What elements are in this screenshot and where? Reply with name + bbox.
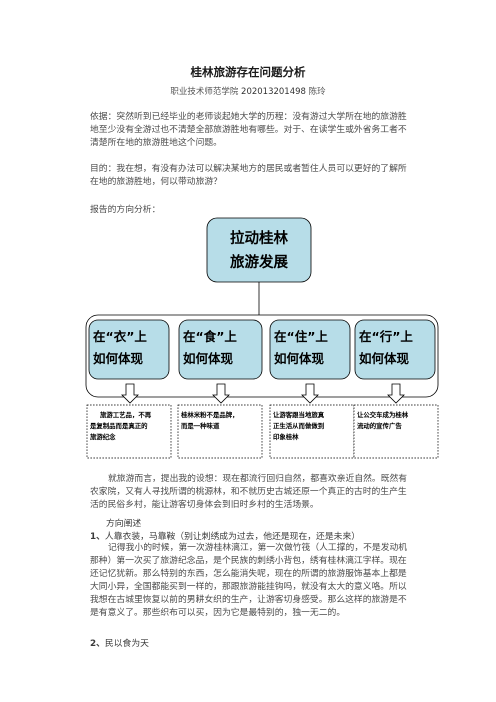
document-subtitle: 职业技术师范学院 202013201498 陈玲: [0, 85, 496, 97]
leaf-line: 让公交车成为桂林: [357, 411, 409, 419]
branch-line-2: 如何体现: [183, 351, 234, 366]
branch-box-clothing: [88, 319, 170, 380]
leaf-line: 让游客跟当地旅真: [273, 411, 325, 419]
root-line-2: 旅游发展: [230, 255, 288, 271]
branch-box-food: [178, 319, 263, 380]
arrow-clothing: [121, 383, 139, 404]
arrow-housing: [301, 383, 319, 404]
branch-box-travel: [354, 319, 436, 380]
basis-paragraph: 依据：突然听到已经毕业的老师谈起她大学的历程：没有游过大学所在地的旅游胜地至少没…: [90, 112, 407, 148]
branch-line-1: 在“住”上: [274, 329, 328, 344]
section-2-title: 民以食为天: [104, 639, 149, 649]
leaf-text-travel: 让公交车成为桂林 流动的宣传广告: [357, 410, 439, 432]
leaf-line: 旅游工艺品，不再: [100, 411, 152, 419]
branch-line-2: 如何体现: [359, 351, 410, 366]
leaf-box-travel: [353, 404, 439, 459]
leaf-text-clothing: 旅游工艺品，不再 是复制品而是真正的 旅游纪念: [90, 410, 172, 443]
root-line-1: 拉动桂林: [230, 231, 288, 247]
leaf-line: 正生活从而做做到: [273, 422, 325, 430]
branch-line-1: 在“衣”上: [93, 329, 147, 344]
leaf-box-food: [177, 404, 263, 459]
branch-text-travel: 在“行”上 如何体现: [359, 326, 413, 370]
direction-heading: 方向阐述: [106, 519, 142, 529]
leaf-line: 是复制品而是真正的: [90, 422, 148, 430]
purpose-paragraph: 目的：我在想，有没有办法可以解决某地方的居民或者暂住人员可以更好的了解所在地的旅…: [90, 164, 407, 187]
branch-line-2: 如何体现: [274, 351, 325, 366]
document-title: 桂林旅游存在问题分析: [190, 65, 306, 79]
leaf-box-clothing: [86, 404, 172, 459]
direction-label: 报告的方向分析：: [90, 205, 161, 215]
section-1-paragraph: 记得我小的时候，第一次游桂林漓江，第一次做竹筏（人工撑的，不是发动机那种）第一次…: [90, 543, 408, 618]
branch-line-1: 在“食”上: [183, 329, 237, 344]
leaf-line: 桂林米粉不是品牌，: [181, 411, 239, 419]
branch-box-housing: [269, 319, 351, 380]
student-id: 202013201498: [241, 87, 306, 97]
leaf-box-housing: [269, 404, 355, 459]
leaf-line: 而是一种味道: [181, 422, 220, 430]
branch-line-2: 如何体现: [93, 351, 144, 366]
author-name: 陈玲: [308, 87, 326, 97]
leaf-text-food: 桂林米粉不是品牌， 而是一种味道: [181, 410, 263, 432]
branch-text-housing: 在“住”上 如何体现: [274, 326, 328, 370]
leaf-line: 印象桂林: [273, 433, 299, 441]
leaf-text-housing: 让游客跟当地旅真 正生活从而做做到 印象桂林: [273, 410, 355, 443]
section-1-number: 1、: [90, 532, 105, 542]
arrow-travel: [387, 383, 405, 404]
section-2-number: 2、: [90, 639, 105, 649]
leaf-line: 旅游纪念: [90, 433, 116, 441]
school-name: 职业技术师范学院: [170, 87, 239, 97]
section-1-title: 人靠衣装，马靠鞍（别让刺绣成为过去，他还是现在，还是未来）: [104, 532, 361, 542]
branch-text-clothing: 在“衣”上 如何体现: [93, 326, 147, 370]
root-node-text: 拉动桂林 旅游发展: [210, 227, 308, 275]
branch-text-food: 在“食”上 如何体现: [183, 326, 237, 370]
section-2-heading: 2、民以食为天: [90, 636, 149, 649]
branch-line-1: 在“行”上: [359, 329, 413, 344]
section-1-heading: 1、人靠衣装，马靠鞍（别让刺绣成为过去，他还是现在，还是未来）: [90, 529, 360, 542]
leaf-line: 流动的宣传广告: [357, 422, 402, 430]
summary-paragraph: 就旅游而言，提出我的设想：现在都流行回归自然，都喜欢亲近自然。既然有农家院，又有…: [90, 474, 408, 510]
arrow-food: [212, 383, 230, 404]
